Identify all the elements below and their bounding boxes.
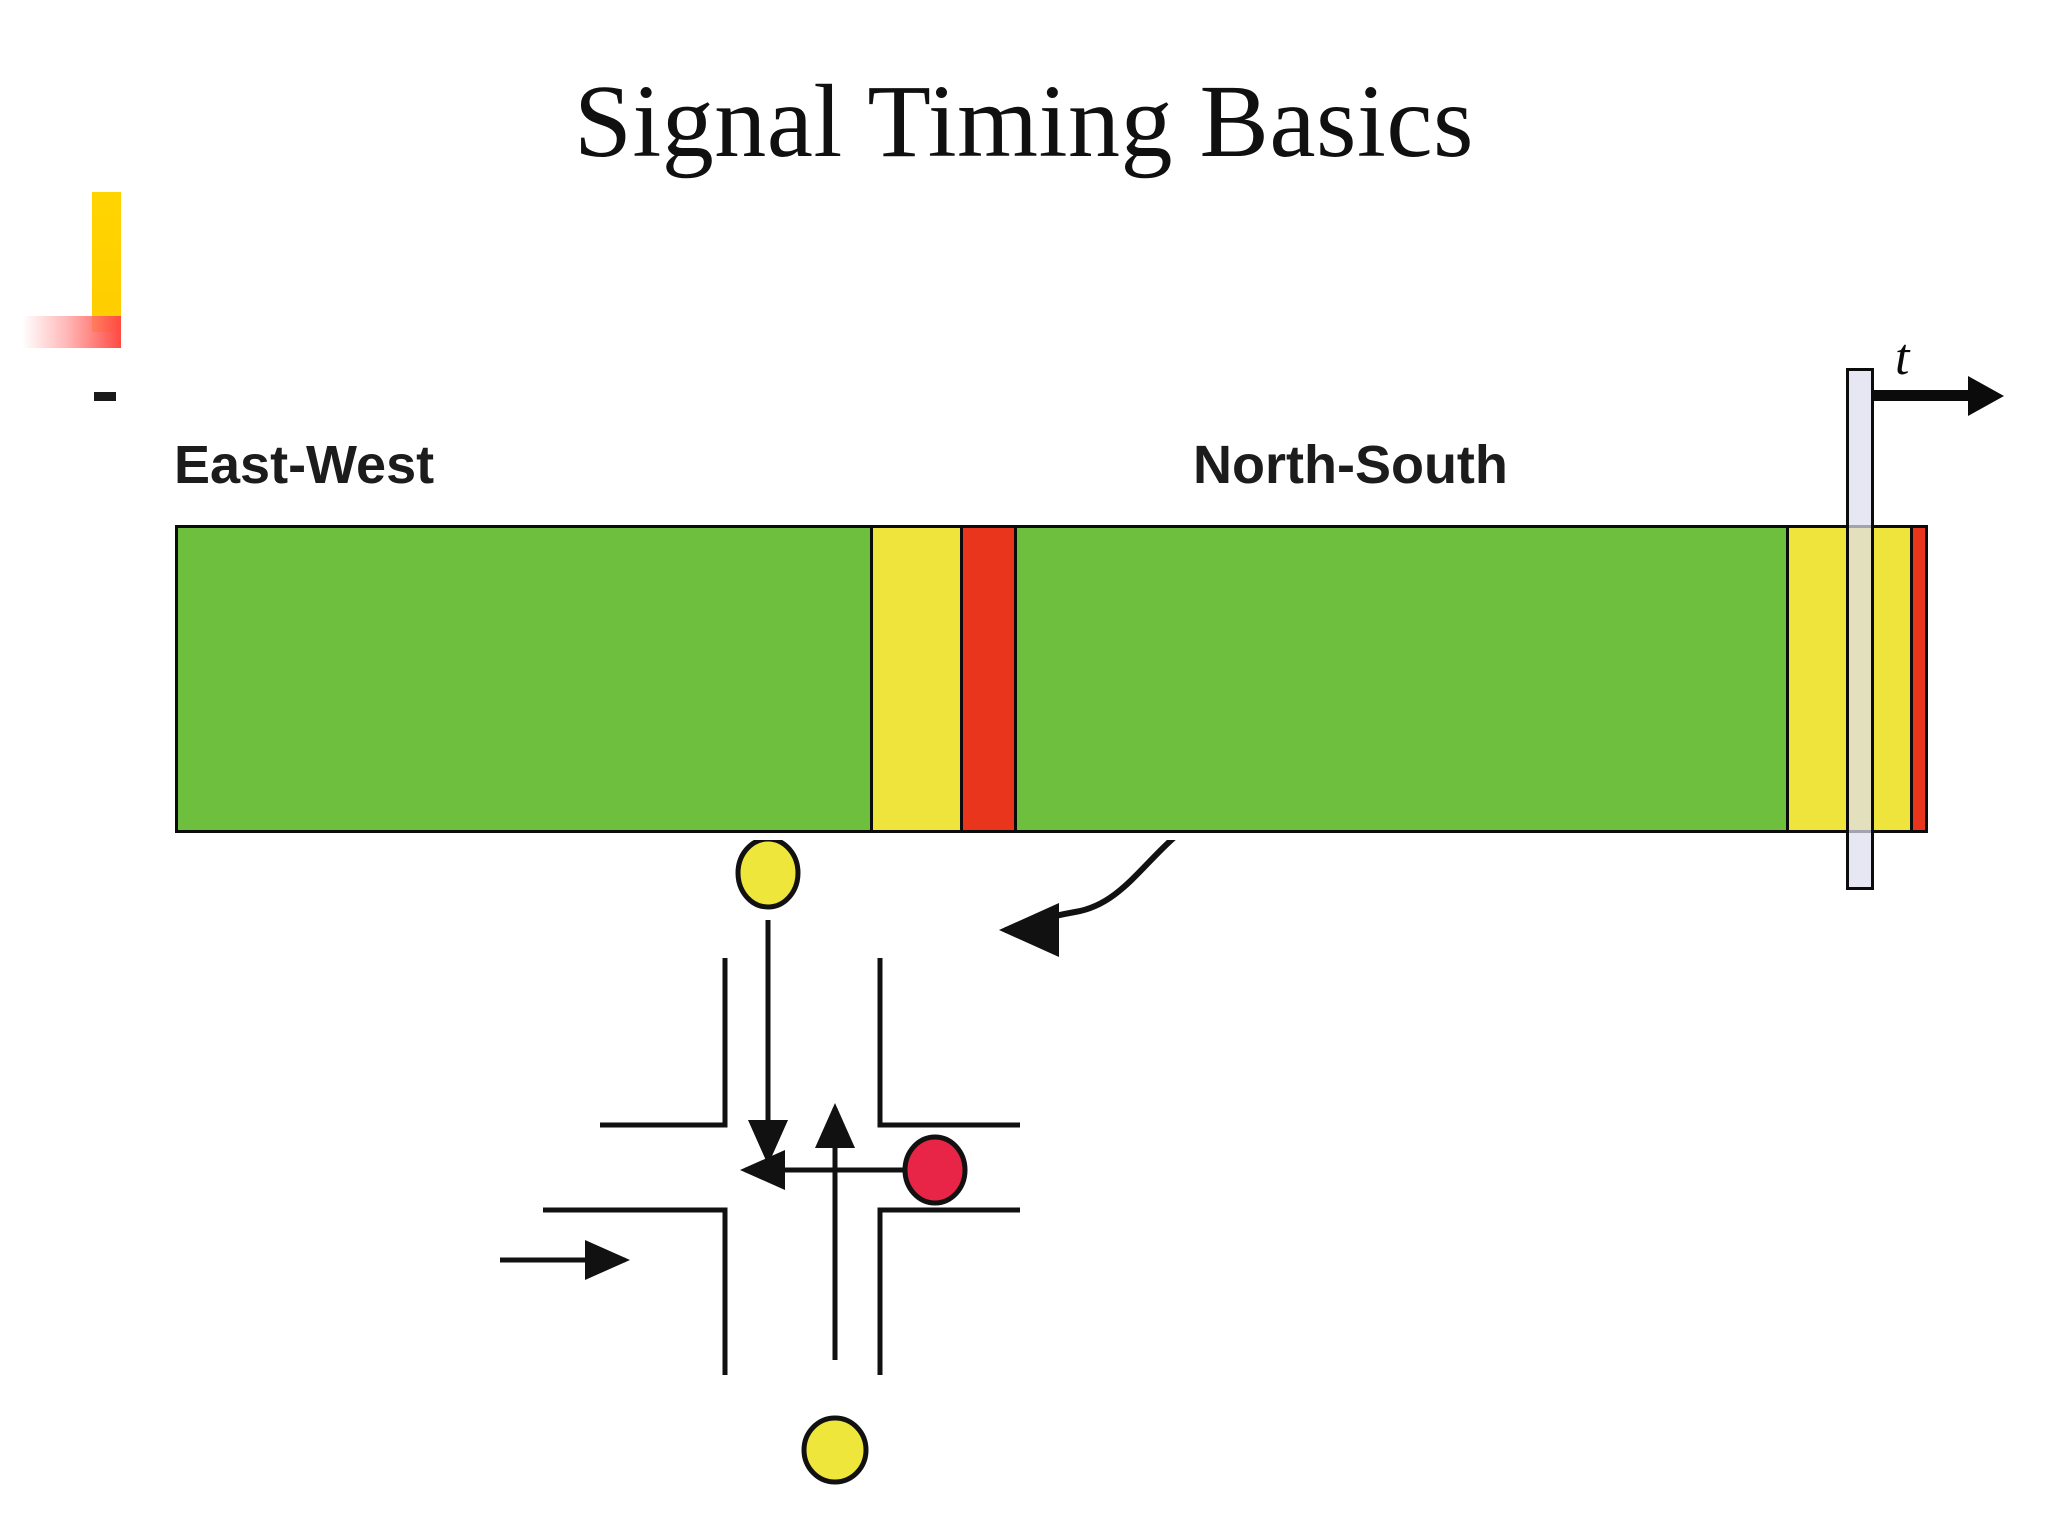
- time-axis-shaft: [1872, 390, 1972, 401]
- time-axis-label: t: [1895, 329, 1910, 386]
- curb-southeast: [877, 1207, 1020, 1375]
- corner-decoration: [0, 160, 190, 401]
- timing-segment-north-south-green: [1014, 525, 1789, 833]
- curb-lines: [543, 958, 1020, 1375]
- phase-label-north-south: North-South: [1193, 435, 1508, 495]
- southbound-approach-signal[interactable]: [735, 836, 801, 910]
- intersection-diagram: [405, 787, 1600, 1520]
- page-title: Signal Timing Basics: [574, 64, 1474, 179]
- timing-segment-north-south-red: [1910, 525, 1928, 833]
- decoration-vertical-bar: [92, 192, 121, 332]
- decoration-horizontal-bar: [22, 316, 121, 348]
- time-cursor-handle[interactable]: [1846, 368, 1874, 890]
- timing-segment-east-west-red: [960, 525, 1017, 833]
- time-axis-arrowhead: [1968, 376, 2004, 416]
- curb-northwest: [600, 958, 728, 1128]
- curb-northeast: [877, 958, 1020, 1128]
- northbound-approach-signal[interactable]: [801, 1415, 869, 1485]
- westbound-approach-signal[interactable]: [902, 1134, 968, 1206]
- curb-southwest: [543, 1207, 728, 1375]
- phase-label-east-west: East-West: [174, 435, 435, 495]
- time-axis-arrow: [1872, 376, 2004, 416]
- callout-curved-arrow: [999, 787, 1296, 957]
- timing-segment-east-west-yellow: [870, 525, 963, 833]
- timing-segment-east-west-green: [175, 525, 873, 833]
- decoration-dash-mark: [94, 392, 116, 401]
- signal-timing-bar: [175, 525, 1943, 833]
